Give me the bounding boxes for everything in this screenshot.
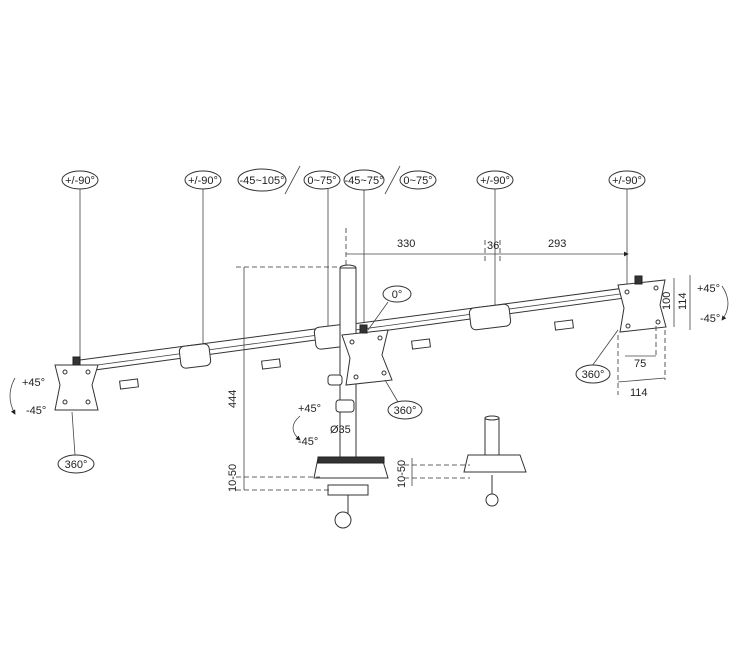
label-left-arm-swivel: +/-90° xyxy=(184,170,222,345)
right-vesa-plate: 100 114 +45° -45° 75 114 360° xyxy=(575,275,729,399)
pole-height-dimension: 444 10-50 xyxy=(227,266,340,492)
dim-pole-diameter: Ø35 xyxy=(330,424,351,436)
alt-clamp: 10-50 xyxy=(396,415,527,507)
angle-text: -45~75° xyxy=(345,175,384,187)
angle-text: +/-90° xyxy=(480,175,510,187)
top-angle-labels: +/-90° +/-90° -45~105° 0~75° -45~75° 0~7… xyxy=(61,165,646,362)
dim-pole-height: 444 xyxy=(227,390,239,408)
slash-divider xyxy=(384,165,401,195)
pole-assembly: Ø35 +45° -45° xyxy=(292,264,389,529)
angle-text: 0~75° xyxy=(403,175,432,187)
rot-center-360: 360° xyxy=(394,405,417,417)
label-right-arm-swivel: +/-90° xyxy=(476,170,514,310)
angle-text: -45~105° xyxy=(239,175,284,187)
dim-arm-right: 293 xyxy=(548,238,566,250)
dim-plate-inner-h: 100 xyxy=(661,292,673,310)
angle-text: 0~75° xyxy=(307,175,336,187)
label-left-tilt-a: -45~105° xyxy=(237,168,287,192)
label-center-tilt-b: 0~75° xyxy=(399,170,437,190)
label-center-tilt-a: -45~75° xyxy=(343,169,385,330)
rot-left-down: -45° xyxy=(26,405,46,417)
center-vesa-plate: 0° 360° xyxy=(341,285,423,420)
slash-divider xyxy=(284,165,301,195)
label-left-plate-swivel: +/-90° xyxy=(61,170,99,362)
dim-clamp-range: 10-50 xyxy=(227,464,239,492)
label-left-tilt-b: 0~75° xyxy=(303,170,341,330)
arm-dimensions: 330 36 293 xyxy=(345,228,629,265)
dim-clamp-range-alt: 10-50 xyxy=(396,460,408,488)
left-vesa-plate: +45° -45° 360° xyxy=(9,356,99,474)
rot-left-up: +45° xyxy=(22,377,45,389)
angle-text: +/-90° xyxy=(65,175,95,187)
dim-plate-inner-w: 75 xyxy=(634,358,646,370)
dim-arm-gap: 36 xyxy=(487,240,499,252)
rot-left-360: 360° xyxy=(65,459,88,471)
rot-pole-down: -45° xyxy=(298,436,318,448)
rot-center-top: 0° xyxy=(392,289,403,301)
angle-text: +/-90° xyxy=(188,175,218,187)
rot-right-up: +45° xyxy=(697,283,720,295)
rot-right-360: 360° xyxy=(582,369,605,381)
dim-arm-left: 330 xyxy=(397,238,415,250)
angle-text: +/-90° xyxy=(612,175,642,187)
rot-right-down: -45° xyxy=(700,313,720,325)
dim-plate-outer-w: 114 xyxy=(630,387,648,399)
rot-pole-up: +45° xyxy=(298,403,321,415)
label-right-plate-swivel: +/-90° xyxy=(608,170,646,285)
dim-plate-outer-h: 114 xyxy=(677,292,689,310)
